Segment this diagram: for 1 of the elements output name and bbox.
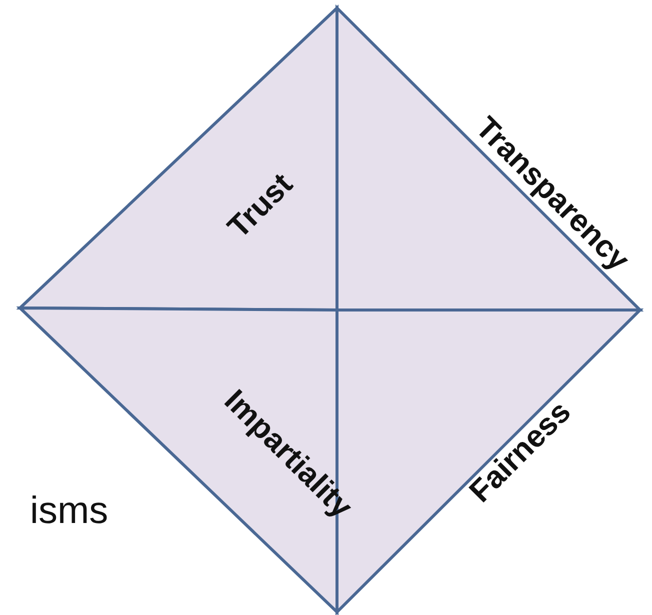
text-fragment: isms bbox=[30, 492, 108, 530]
